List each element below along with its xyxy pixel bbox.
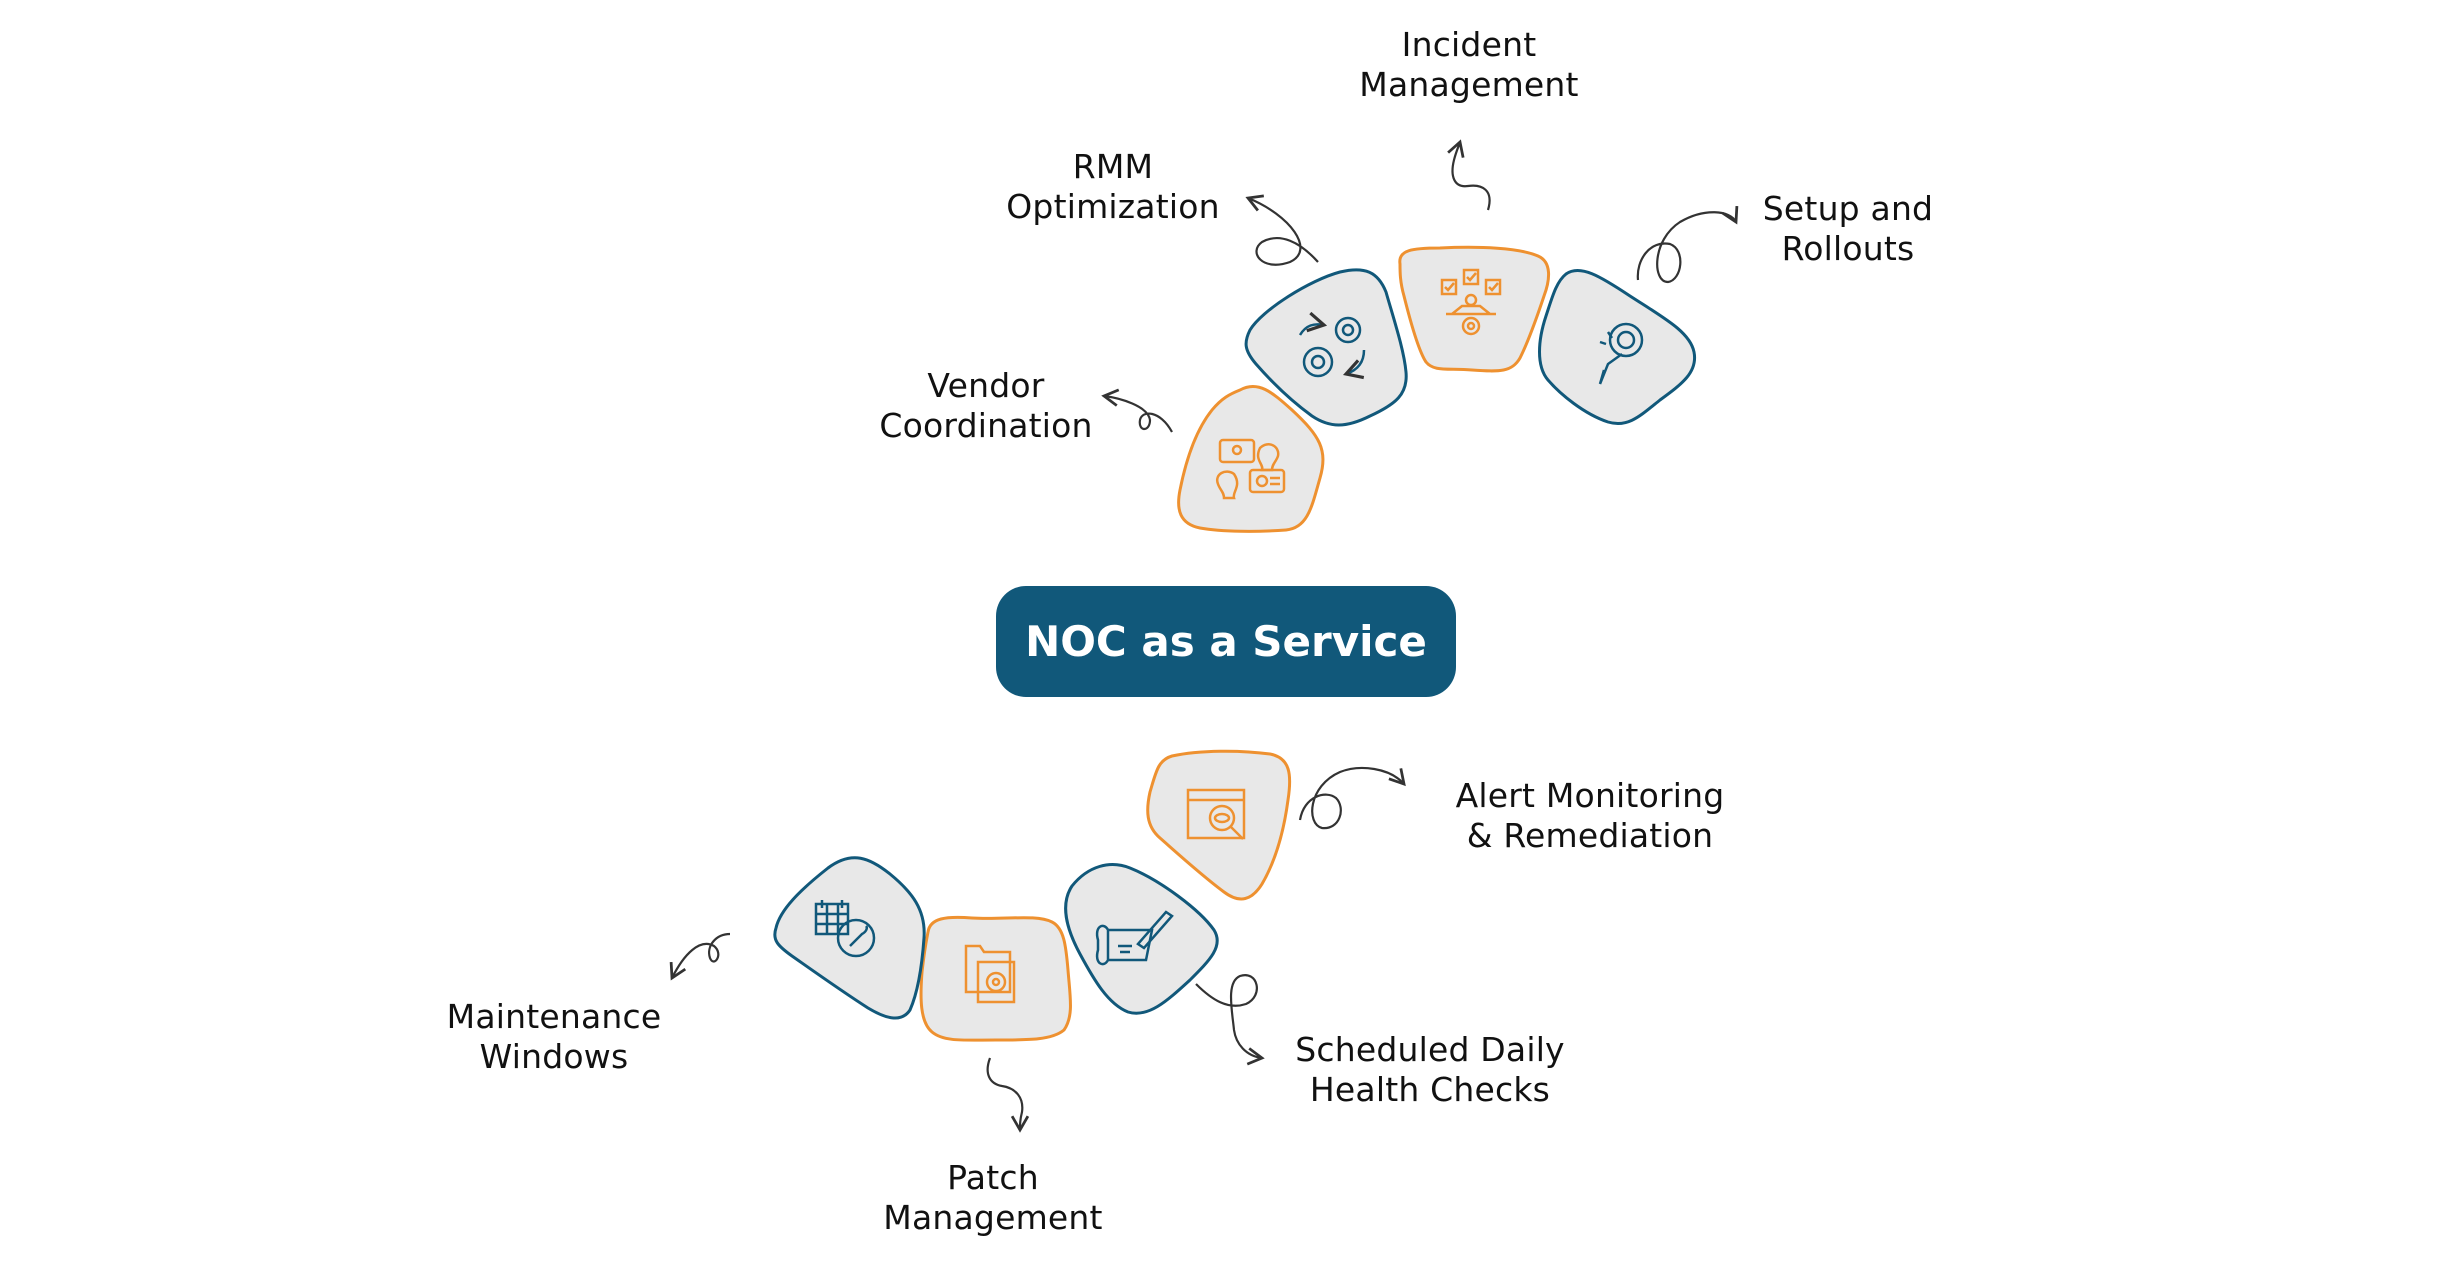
tile-patch-management — [919, 915, 1072, 1042]
tile-alert-monitoring — [1146, 749, 1292, 901]
browser-eye-search-icon — [1186, 788, 1246, 840]
gears-cycle-icon — [1298, 311, 1366, 380]
label-line: Alert Monitoring — [1455, 776, 1725, 815]
label-incident-management: Incident Management — [1359, 25, 1578, 105]
label-scheduled-health-checks: Scheduled Daily Health Checks — [1295, 1030, 1565, 1110]
tile-incident-management — [1398, 245, 1550, 373]
tile-vendor-coordination — [1177, 384, 1325, 533]
tile-maintenance-windows — [773, 856, 926, 1020]
label-line: Scheduled Daily — [1295, 1030, 1565, 1069]
label-patch-management: Patch Management — [883, 1158, 1102, 1238]
arrow-alert-monitoring — [1298, 766, 1406, 830]
hand-gear-icon — [1598, 322, 1644, 385]
label-line: Health Checks — [1309, 1070, 1551, 1109]
label-setup-and-rollouts: Setup and Rollouts — [1763, 189, 1933, 269]
label-line: Rollouts — [1781, 229, 1915, 268]
label-line: Management — [1359, 65, 1579, 104]
task-manager-icon — [1440, 268, 1502, 336]
arrow-incident-management — [1447, 139, 1491, 211]
label-maintenance-windows: Maintenance Windows — [447, 997, 662, 1077]
calendar-wrench-icon — [814, 900, 876, 958]
label-line: Coordination — [879, 406, 1093, 445]
label-line: & Remediation — [1466, 816, 1714, 855]
arrow-maintenance-windows — [669, 932, 731, 981]
arrow-scheduled-health-checks — [1195, 974, 1265, 1066]
label-line: RMM — [1072, 147, 1154, 186]
arrow-rmm-optimization — [1245, 194, 1319, 266]
arrow-patch-management — [986, 1057, 1030, 1133]
checklist-pen-icon — [1095, 910, 1174, 966]
label-alert-monitoring: Alert Monitoring & Remediation — [1456, 776, 1725, 856]
label-rmm-optimization: RMM Optimization — [1006, 147, 1220, 227]
tile-setup-and-rollouts — [1538, 268, 1697, 425]
label-line: Optimization — [1006, 187, 1220, 226]
arrow-setup-and-rollouts — [1636, 205, 1739, 284]
label-line: Vendor — [927, 366, 1045, 405]
label-line: Incident — [1401, 25, 1537, 64]
label-line: Patch — [947, 1158, 1039, 1197]
label-line: Management — [883, 1198, 1103, 1237]
tile-scheduled-health-checks — [1064, 863, 1219, 1015]
arrow-vendor-coordination — [1101, 388, 1173, 433]
collaboration-icon — [1215, 438, 1286, 500]
label-line: Setup and — [1762, 189, 1934, 228]
center-title-text: NOC as a Service — [1025, 617, 1427, 666]
label-vendor-coordination: Vendor Coordination — [879, 366, 1092, 446]
folder-gear-icon — [964, 944, 1016, 1004]
label-line: Windows — [479, 1037, 629, 1076]
tile-rmm-optimization — [1244, 268, 1408, 427]
label-line: Maintenance — [446, 997, 662, 1036]
center-title: NOC as a Service — [996, 586, 1456, 697]
